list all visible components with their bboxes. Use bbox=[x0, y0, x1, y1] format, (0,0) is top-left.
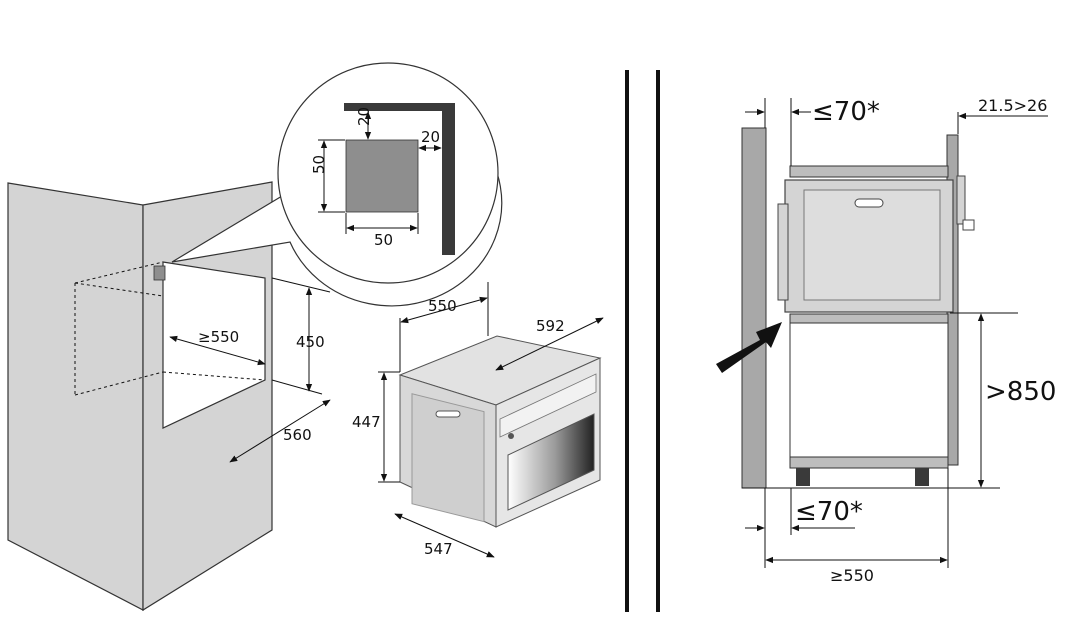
niche-depth-label: 560 bbox=[283, 426, 312, 444]
bottom-clearance-label: ≤70* bbox=[795, 497, 863, 527]
oven-window bbox=[507, 413, 595, 511]
niche-dashed-outline bbox=[74, 261, 266, 396]
lower-cabinet bbox=[789, 322, 949, 458]
oven-handle-side bbox=[854, 198, 884, 208]
detail-vent-width-label: 50 bbox=[374, 231, 393, 249]
oven-door-edge bbox=[777, 203, 789, 301]
niche-width-label: ≥550 bbox=[198, 328, 239, 346]
vent-detail-square bbox=[345, 139, 419, 213]
upper-shelf bbox=[789, 165, 949, 178]
oven-overall-width-label: 592 bbox=[536, 317, 565, 335]
vent-square bbox=[153, 265, 166, 281]
wall bbox=[741, 127, 767, 489]
view-divider bbox=[625, 70, 660, 612]
cabinet-corner-profile bbox=[344, 103, 455, 255]
oven-width-label: 550 bbox=[428, 297, 457, 315]
installation-arrow-icon bbox=[716, 322, 782, 373]
support-shelf bbox=[789, 313, 949, 324]
oven-handle bbox=[435, 410, 461, 418]
top-clearance-label: ≤70* bbox=[812, 97, 880, 127]
front-protrusion-label: 21.5>26 bbox=[978, 96, 1047, 115]
oven-height-label: 447 bbox=[352, 413, 381, 431]
cabinet-left-face bbox=[7, 182, 144, 611]
plinth bbox=[789, 456, 949, 469]
magnifier-callout-icon: 20 20 50 50 bbox=[171, 62, 503, 307]
niche-height-label: 450 bbox=[296, 333, 325, 351]
floor-height-label: >850 bbox=[985, 377, 1056, 407]
side-section-view: ≤70* 21.5>26 >850 ≤70* ≥550 bbox=[716, 96, 1056, 585]
niche-cabinet-view: ≥550 450 560 bbox=[7, 181, 331, 612]
oven-depth-label: 547 bbox=[424, 540, 453, 558]
cabinet-depth-label: ≥550 bbox=[830, 566, 874, 585]
detail-vent-height-label: 50 bbox=[310, 155, 328, 174]
oven-isometric-view: 550 592 447 547 bbox=[352, 282, 604, 558]
detail-side-gap-label: 20 bbox=[421, 128, 440, 146]
detail-top-gap-label: 20 bbox=[355, 107, 373, 126]
